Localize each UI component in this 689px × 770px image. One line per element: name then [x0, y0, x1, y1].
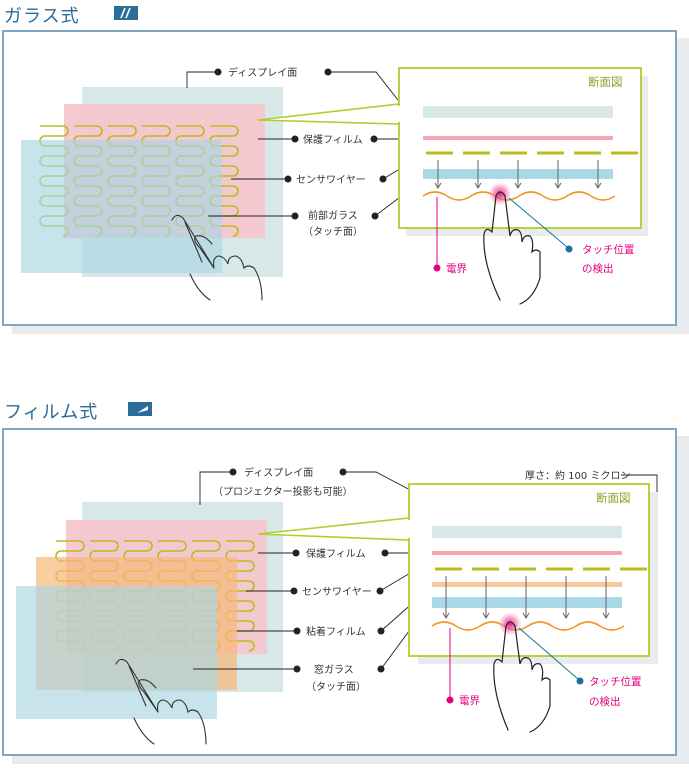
film-hand-illustration: [115, 658, 207, 745]
film-leader-dot: [229, 468, 237, 476]
field-arrow: [562, 576, 570, 619]
field-arrow: [474, 160, 482, 189]
film-label-wire: センサワイヤー: [302, 586, 372, 598]
glass-leader-dot: [379, 175, 387, 183]
glass-field-wave: [422, 191, 616, 201]
glass-label-front-glass: 前部ガラス: [308, 209, 358, 222]
glass-hand-illustration: [171, 214, 263, 301]
field-arrow: [442, 576, 450, 619]
film-section-film: [432, 551, 622, 555]
glass-leader-dot: [291, 212, 299, 220]
film-layer-stack: [16, 502, 283, 719]
glass-leader-dot: [371, 212, 379, 220]
glass-section-hand: [483, 191, 541, 305]
glass-field-arrows: [434, 160, 602, 189]
glass-field-dot: [433, 264, 441, 272]
film-label-adhesive: 粘着フィルム: [306, 625, 366, 638]
film-type-icon: [128, 402, 152, 416]
film-section-label: 断面図: [596, 491, 631, 505]
film-leader-dot: [339, 468, 347, 476]
glass-label-touch-face: （タッチ面）: [303, 226, 363, 238]
film-touch-point: [499, 613, 521, 635]
film-label-detect-1: タッチ位置: [589, 675, 642, 688]
glass-leader-dot: [214, 68, 222, 76]
glass-label-detect-2: の検出: [582, 262, 614, 275]
glass-type-icon: [114, 6, 138, 20]
glass-leader-dot: [324, 68, 332, 76]
field-arrow: [554, 160, 562, 189]
film-leader-dot: [292, 549, 300, 557]
film-section-title: フィルム式: [4, 402, 99, 423]
film-window-glass-layer: [16, 586, 217, 719]
film-leader-dot: [290, 587, 298, 595]
field-arrow: [602, 576, 610, 619]
film-section-display: [432, 526, 622, 538]
film-section-adhesive: [432, 582, 622, 587]
field-arrow: [482, 576, 490, 619]
film-leader-dot: [377, 627, 385, 635]
film-label-field: 電界: [459, 695, 480, 707]
glass-section-label: 断面図: [588, 75, 623, 89]
glass-leader-dot: [291, 135, 299, 143]
glass-label-wire: センサワイヤー: [296, 174, 366, 186]
film-leader-dot: [376, 587, 384, 595]
field-arrow: [514, 160, 522, 189]
glass-label-film: 保護フィルム: [303, 133, 363, 146]
glass-detect-dot: [565, 245, 573, 253]
glass-layer-stack: [21, 87, 283, 277]
glass-section-box: [398, 67, 642, 229]
field-arrow: [434, 160, 442, 189]
film-field-arrows: [442, 576, 610, 619]
field-arrow: [522, 576, 530, 619]
glass-section-display: [423, 106, 613, 118]
glass-leader-lines: [186, 71, 421, 217]
film-section-hand: [493, 621, 551, 733]
glass-label-detect-1: タッチ位置: [582, 243, 635, 256]
glass-leader-dot: [370, 135, 378, 143]
film-field-wave: [431, 621, 625, 631]
film-label-display-note: （プロジェクター投影も可能）: [213, 485, 353, 498]
film-label-thickness: 厚さ：約 100 ミクロン: [525, 469, 630, 482]
glass-leader-dot: [284, 175, 292, 183]
film-leader-dot: [293, 627, 301, 635]
field-arrow: [594, 160, 602, 189]
film-label-window-glass: 窓ガラス: [314, 663, 354, 676]
film-detect-dot: [576, 677, 584, 685]
film-leader-dot: [293, 665, 301, 673]
film-section-glass: [432, 597, 622, 608]
film-label-display: ディスプレイ面: [244, 466, 313, 479]
glass-front-glass-layer: [21, 140, 222, 273]
film-leader-dot: [381, 549, 389, 557]
glass-touch-point: [489, 183, 511, 205]
glass-section-film: [423, 136, 613, 140]
glass-label-display: ディスプレイ面: [228, 66, 297, 79]
film-leader-dot: [377, 665, 385, 673]
film-label-detect-2: の検出: [589, 695, 621, 708]
glass-label-field: 電界: [446, 263, 467, 275]
film-label-touch-face: （タッチ面）: [306, 681, 366, 693]
film-field-dot: [446, 696, 454, 704]
film-label-film: 保護フィルム: [306, 547, 366, 560]
glass-section-title: ガラス式: [4, 6, 80, 27]
